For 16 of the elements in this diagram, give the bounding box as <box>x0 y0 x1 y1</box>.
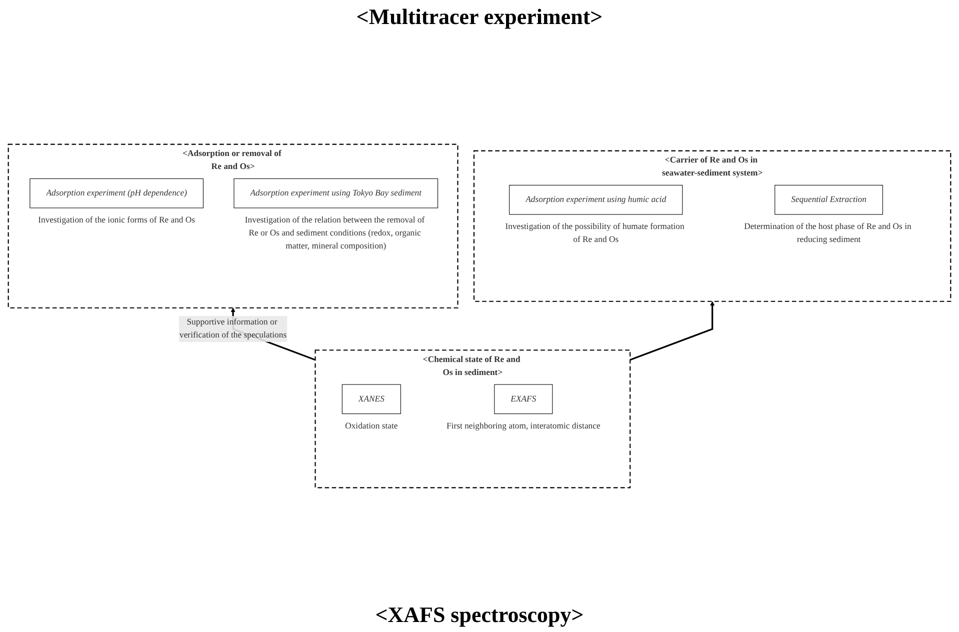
node-label: Oxidation state <box>345 421 398 431</box>
node-box: EXAFS <box>494 384 553 414</box>
edge-label: Supportive information or verification of the speculations <box>179 318 287 340</box>
node-box: Sequential Extraction <box>774 184 883 215</box>
node-box: Adsorption experiment using Tokyo Bay sediment <box>234 178 438 208</box>
section-heading: <Multitracer experiment> <box>356 4 603 30</box>
node-box: Adsorption experiment using humic acid <box>509 184 683 215</box>
section-heading: <XAFS spectroscopy> <box>375 602 584 628</box>
node-box: XANES <box>342 384 401 414</box>
node-label: Investigation of the relation between the removal of Re or Os and sediment conditions (redox, organic matter, mineral composition) <box>244 216 425 251</box>
node-label: Determination of the host phase of Re and Os in reducing sediment <box>744 222 912 244</box>
node-box: Adsorption experiment (pH dependence) <box>30 178 204 208</box>
node-label: Investigation of the ionic forms of Re and Os <box>38 216 196 225</box>
node-label: First neighboring atom, interatomic distance <box>446 421 600 431</box>
node-label: Investigation of the possibility of humate formation of Re and Os <box>505 222 684 244</box>
arrow <box>630 301 715 361</box>
